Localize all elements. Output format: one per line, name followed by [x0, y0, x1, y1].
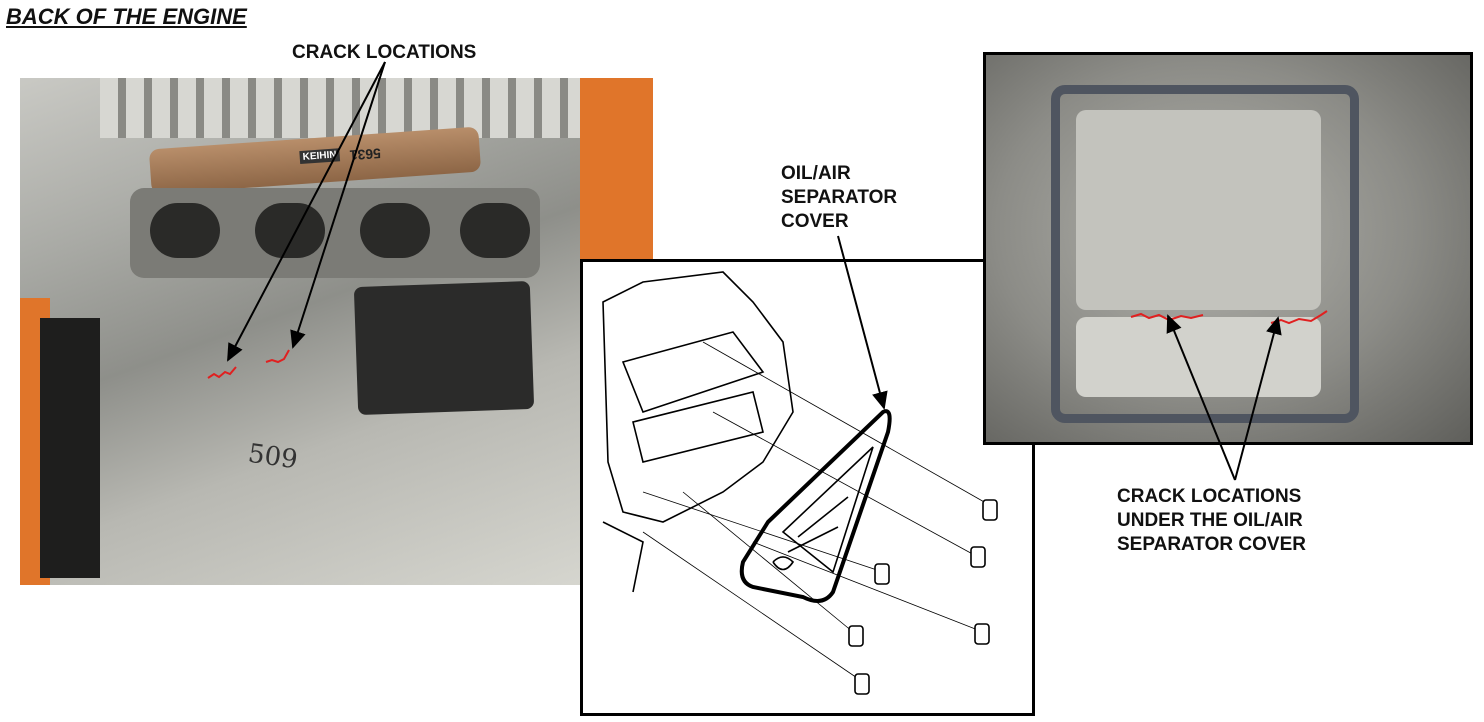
- engine-stand: [580, 78, 653, 278]
- separator-cavity-closeup-photo: [983, 52, 1473, 445]
- separator-cover-label: OIL/AIR SEPARATOR COVER: [781, 163, 898, 232]
- valve-train: [100, 78, 580, 138]
- separator-cover-diagram: [580, 259, 1035, 716]
- intake-port: [460, 203, 530, 258]
- crack-mark: [265, 349, 290, 364]
- arrow: [290, 61, 386, 349]
- arrow: [1166, 314, 1236, 481]
- cavity-upper: [1076, 110, 1321, 310]
- crack-under-cover-label: CRACK LOCATIONS UNDER THE OIL/AIR SEPARA…: [1117, 486, 1306, 555]
- arrow: [837, 235, 888, 410]
- arrow: [227, 61, 386, 362]
- crack-locations-label: CRACK LOCATIONS: [292, 42, 477, 63]
- intake-port: [360, 203, 430, 258]
- bolt-icons: [848, 499, 998, 695]
- exploded-view-illustration: [602, 271, 998, 695]
- mount-bracket: [40, 318, 100, 578]
- intake-port: [255, 203, 325, 258]
- page-title: BACK OF THE ENGINE: [6, 4, 247, 29]
- arrow: [1234, 316, 1282, 481]
- intake-port: [150, 203, 220, 258]
- crack-mark: [207, 366, 237, 379]
- engine-back-photo: 5631 KEIHIN 509: [20, 78, 653, 585]
- gasket-outline: [1051, 85, 1359, 423]
